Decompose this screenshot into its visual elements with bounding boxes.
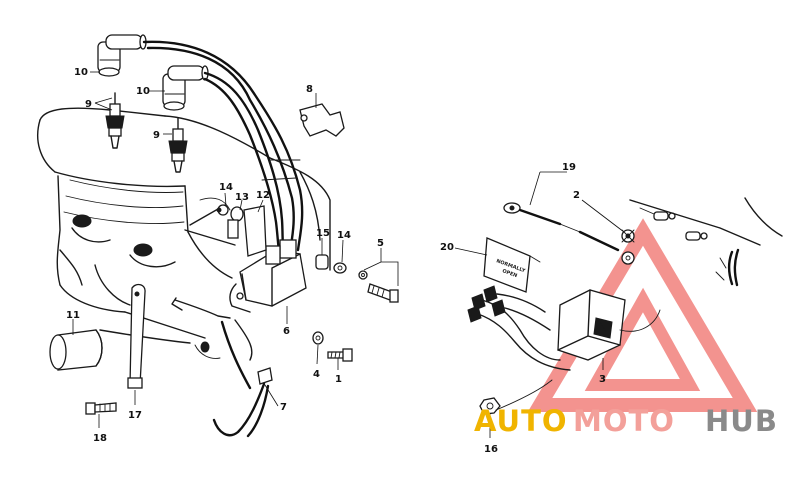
callout-10-lower: 10 <box>136 86 150 97</box>
callout-15: 15 <box>316 228 330 239</box>
callout-9-lower: 9 <box>153 130 160 141</box>
callout-5: 5 <box>377 238 384 249</box>
leader-lines <box>72 71 625 438</box>
callout-9-upper: 9 <box>85 99 92 110</box>
bulb-sockets <box>639 207 708 241</box>
callout-7: 7 <box>280 402 287 413</box>
callout-20: 20 <box>440 242 454 253</box>
decal-label: NORMALLY OPEN <box>483 237 541 293</box>
watermark-auto: AUTO <box>474 404 568 438</box>
mount-hole <box>200 341 210 353</box>
callout-14-right: 14 <box>337 230 351 241</box>
callout-12: 12 <box>256 190 270 201</box>
callout-6: 6 <box>283 326 290 337</box>
high-tension-wires <box>142 40 304 258</box>
callout-3: 3 <box>599 374 606 385</box>
callout-labels: 10 10 9 9 8 14 13 12 15 14 5 6 4 1 7 11 … <box>66 67 606 455</box>
bolt-assembly-5 <box>358 270 399 303</box>
ground-wire-strap <box>171 297 273 438</box>
port-opening-2 <box>133 243 153 257</box>
strap-bolt <box>85 402 117 415</box>
callout-10-upper: 10 <box>74 67 88 78</box>
port-opening-1 <box>72 214 92 228</box>
callout-13: 13 <box>235 192 249 203</box>
bolt-assembly-1 <box>312 331 353 362</box>
wire-bracket <box>299 103 345 137</box>
wire-connectors <box>467 285 661 371</box>
callout-8: 8 <box>306 84 313 95</box>
spark-plug-cap-upper <box>97 34 147 77</box>
coil-mount-hardware <box>216 204 347 274</box>
spark-plug-cap-lower <box>162 65 209 111</box>
decal-line-2: OPEN <box>501 268 518 279</box>
callout-16: 16 <box>484 444 498 455</box>
callout-19: 19 <box>562 162 576 173</box>
spark-plug-upper <box>105 92 125 149</box>
ignition-coil <box>229 239 307 313</box>
callout-14-left: 14 <box>219 182 233 193</box>
callout-2: 2 <box>573 190 580 201</box>
harness-wire-19 <box>503 202 635 265</box>
watermark-moto: MOTO <box>573 404 675 438</box>
callout-17: 17 <box>128 410 142 421</box>
star-washer-2 <box>621 229 635 243</box>
mounting-strap <box>127 283 146 389</box>
switch-unit <box>557 289 626 361</box>
callout-1: 1 <box>335 374 342 385</box>
watermark-text: AUTO MOTO HUB <box>474 404 778 438</box>
spark-plug-lower <box>168 117 188 173</box>
callout-4: 4 <box>313 369 320 380</box>
rubber-sleeve <box>49 329 103 371</box>
callout-18: 18 <box>93 433 107 444</box>
chassis-edge <box>629 197 783 287</box>
watermark-hub: HUB <box>705 404 778 438</box>
ground-nut <box>479 379 553 415</box>
callout-11: 11 <box>66 310 80 321</box>
